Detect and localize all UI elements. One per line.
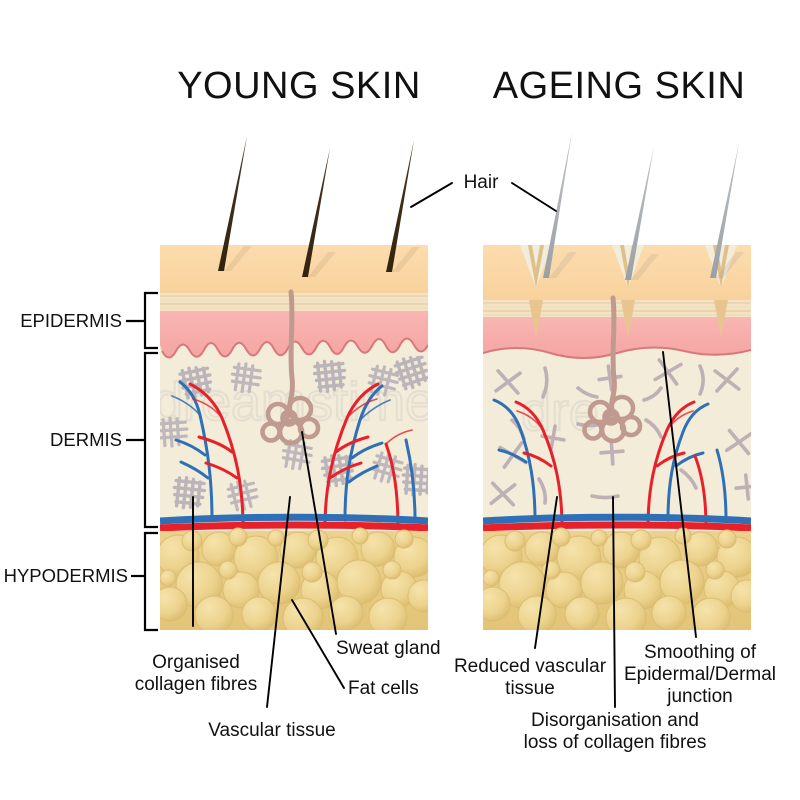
annotation-sweat-gland: Sweat gland — [336, 638, 441, 659]
annotation-smoothing-line1: Smoothing of — [644, 642, 757, 663]
hairs-ageing — [543, 132, 739, 280]
venules-young — [171, 395, 391, 421]
callout-hair-label: Hair — [464, 172, 500, 193]
hair-follicle-young — [287, 289, 295, 415]
annotation-vascular-tissue: Vascular tissue — [208, 720, 335, 741]
sweat-gland-ageing — [582, 394, 643, 444]
annotation-disorganisation-line1: Disorganisation and — [531, 710, 699, 731]
arteries-young — [188, 382, 400, 529]
artery-plexus-young — [160, 521, 428, 532]
annotation-organised-collagen-line1: Organised — [152, 652, 240, 673]
wrinkle-groove-deep — [529, 300, 728, 338]
leader-fat-cells — [291, 599, 345, 689]
arteries-ageing — [514, 400, 708, 529]
leader-smoothing-junction — [662, 351, 697, 638]
annotation-reduced-vascular-line2: tissue — [505, 678, 555, 699]
artery-plexus-ageing — [483, 521, 751, 532]
layer-label-hypodermis: HYPODERMIS — [4, 565, 128, 586]
layer-bracket-epidermis — [126, 291, 158, 350]
epidermis-pink-ageing — [483, 317, 751, 358]
leader-hair-left — [410, 182, 453, 208]
layer-label-dermis: DERMIS — [50, 429, 122, 450]
title-young-skin: YOUNG SKIN — [177, 65, 421, 107]
stratum-corneum-young — [160, 245, 428, 293]
leader-disorganisation — [612, 496, 616, 708]
arterioles-ageing — [516, 410, 694, 431]
fat-cells-young — [160, 527, 428, 630]
hair-shadows-ageing — [549, 252, 744, 280]
hair-shaft-young-1 — [218, 136, 247, 271]
hairs-young — [218, 136, 414, 277]
layer-label-epidermis: EPIDERMIS — [20, 310, 122, 331]
panel-ageing-skin: dre — [483, 245, 751, 630]
annotation-reduced-vascular-line1: Reduced vascular — [454, 656, 607, 677]
rete-ridge-outline-young — [161, 337, 428, 359]
hair-shaft-young-2 — [302, 148, 330, 277]
hair-shaft-ageing-3 — [710, 143, 739, 278]
leader-hair-right — [511, 182, 557, 212]
panel-young-skin: dreamstime — [160, 245, 428, 630]
annotation-smoothing-line2: Epidermal/Dermal — [624, 664, 776, 685]
hair-follicle-ageing — [609, 295, 617, 413]
sweat-gland-young — [260, 395, 321, 446]
annotation-fat-cells: Fat cells — [348, 678, 419, 699]
hair-shadows-young — [224, 246, 420, 277]
title-ageing-skin: AGEING SKIN — [493, 65, 746, 107]
vein-plexus-ageing — [483, 513, 751, 525]
annotation-organised-collagen-line2: collagen fibres — [135, 674, 258, 695]
layer-bracket-hypodermis — [131, 531, 158, 632]
leader-vascular-tissue — [266, 496, 291, 708]
annotation-smoothing-line3: junction — [666, 686, 733, 707]
granular-layer-ageing — [483, 300, 751, 317]
hair-shaft-ageing-2 — [625, 146, 654, 280]
veins-young — [174, 380, 417, 522]
fat-cells-ageing — [483, 527, 751, 630]
veins-ageing — [492, 398, 728, 522]
vein-plexus-young — [160, 513, 428, 525]
annotation-disorganisation-line2: loss of collagen fibres — [524, 732, 707, 753]
leader-reduced-vascular — [534, 496, 558, 649]
hair-shaft-ageing-1 — [543, 132, 572, 278]
leader-sweat-gland — [301, 431, 337, 635]
arterioles-young — [192, 398, 413, 445]
layer-bracket-dermis — [126, 351, 158, 529]
hair-shaft-young-3 — [386, 140, 414, 272]
junction-outline-ageing — [483, 346, 751, 359]
